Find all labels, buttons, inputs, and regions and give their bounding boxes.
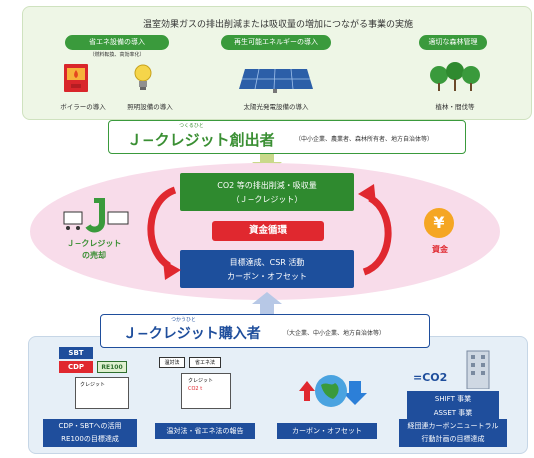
cdp-badge: CDP (59, 361, 93, 373)
category-sub: （燃料転換、高効率化） (89, 52, 145, 58)
buyer-ruby: つかうひと (171, 317, 196, 323)
credit-line2: （Ｊ−クレジット） (231, 195, 303, 204)
buyer-box: つかうひと Ｊ−クレジット購入者 （大企業、中小企業、地方自治体等） (100, 314, 430, 348)
shift-line2: ASSET 事業 (407, 405, 499, 421)
co2-label: =CO2 (413, 371, 448, 384)
goal-line1: 目標達成、CSR 活動 (229, 258, 305, 267)
creator-box: つくるひと Ｊ−クレジット創出者 （中小企業、農業者、森林所有者、地方自治体等） (108, 120, 466, 154)
fund-cycle-label: 資金循環 (212, 221, 324, 241)
caption-lighting: 照明設備の導入 (127, 103, 173, 111)
caption-forest: 植林・間伐等 (435, 103, 475, 111)
buyer-note: （大企業、中小企業、地方自治体等） (283, 330, 386, 337)
re100-badge: RE100 (97, 361, 127, 373)
credit-document-label: クレジット (80, 382, 106, 388)
category-energy-saving: 省エネ設備の導入 (65, 35, 169, 50)
yen-symbol: ¥ (433, 213, 445, 232)
caption-boiler: ボイラーの導入 (60, 103, 106, 111)
buyer-title: Ｊ−クレジット購入者 (123, 326, 261, 342)
solar-panel-icon (239, 68, 313, 93)
category-label: 適切な森林管理 (428, 38, 478, 46)
top-panel: 温室効果ガスの排出削減または吸収量の増加につながる事業の実施 省エネ設備の導入 … (22, 6, 532, 120)
caption-solar: 太陽光発電設備の導入 (243, 103, 309, 111)
category-forest: 適切な森林管理 (419, 35, 487, 50)
caption-cdp-line1: CDP・SBTへの活用 (58, 422, 122, 430)
report-document-label: クレジット (188, 378, 214, 384)
arrow-up-icon (252, 292, 282, 314)
creator-note: （中小企業、農業者、森林所有者、地方自治体等） (295, 136, 434, 143)
building-icon (466, 350, 490, 389)
bottom-panel: SBT CDP RE100 クレジット 温対法 省エネ法 クレジット CO2 t… (28, 336, 528, 454)
category-label: 再生可能エネルギーの導入 (234, 38, 318, 46)
credit-line1: CO2 等の排出削減・吸収量 (217, 181, 317, 190)
right-cycle-arrow-icon (358, 184, 392, 276)
caption-cdp: CDP・SBTへの活用 RE100の目標達成 (43, 419, 137, 447)
caption-keidanren-line2: 行動計画の目標達成 (421, 435, 485, 443)
credit-document-icon: クレジット (75, 377, 129, 409)
caption-offset: カーボン・オフセット (277, 423, 377, 439)
left-cycle-arrow-icon (147, 186, 181, 280)
category-label: 省エネ設備の導入 (89, 38, 145, 46)
fund-label: 資金 (432, 245, 448, 254)
shoenehou-badge: 省エネ法 (189, 357, 221, 368)
report-document-value: CO2 t (188, 386, 203, 392)
goal-box: 目標達成、CSR 活動 カーボン・オフセット (180, 250, 354, 288)
caption-keidanren: 経団連カーボンニュートラル 行動計画の目標達成 (399, 419, 507, 447)
j-credit-sale-icon (63, 198, 129, 233)
trees-icon (430, 62, 480, 91)
caption-cdp-line2: RE100の目標達成 (61, 435, 119, 443)
creator-ruby: つくるひと (179, 123, 204, 129)
ontaiho-badge: 温対法 (159, 357, 185, 368)
boiler-icon (64, 64, 88, 92)
sbt-badge: SBT (59, 347, 93, 359)
sale-label-line2: の売却 (82, 251, 106, 260)
report-document-icon: クレジット CO2 t (181, 373, 231, 409)
yen-coin-icon: ¥ (424, 208, 454, 238)
goal-line2: カーボン・オフセット (227, 272, 307, 281)
earth-offset-icon (299, 375, 367, 407)
credit-box: CO2 等の排出削減・吸収量 （Ｊ−クレジット） (180, 173, 354, 211)
category-renewable: 再生可能エネルギーの導入 (221, 35, 331, 50)
sale-label-line1: Ｊ−クレジット (66, 239, 122, 248)
shift-line1: SHIFT 事業 (407, 391, 499, 407)
creator-title: Ｊ−クレジット創出者 (127, 131, 275, 149)
caption-report: 温対法・省エネ法の報告 (155, 423, 255, 439)
caption-keidanren-line1: 経団連カーボンニュートラル (407, 422, 499, 430)
light-bulb-icon (134, 64, 152, 90)
top-title: 温室効果ガスの排出削減または吸収量の増加につながる事業の実施 (142, 20, 413, 30)
